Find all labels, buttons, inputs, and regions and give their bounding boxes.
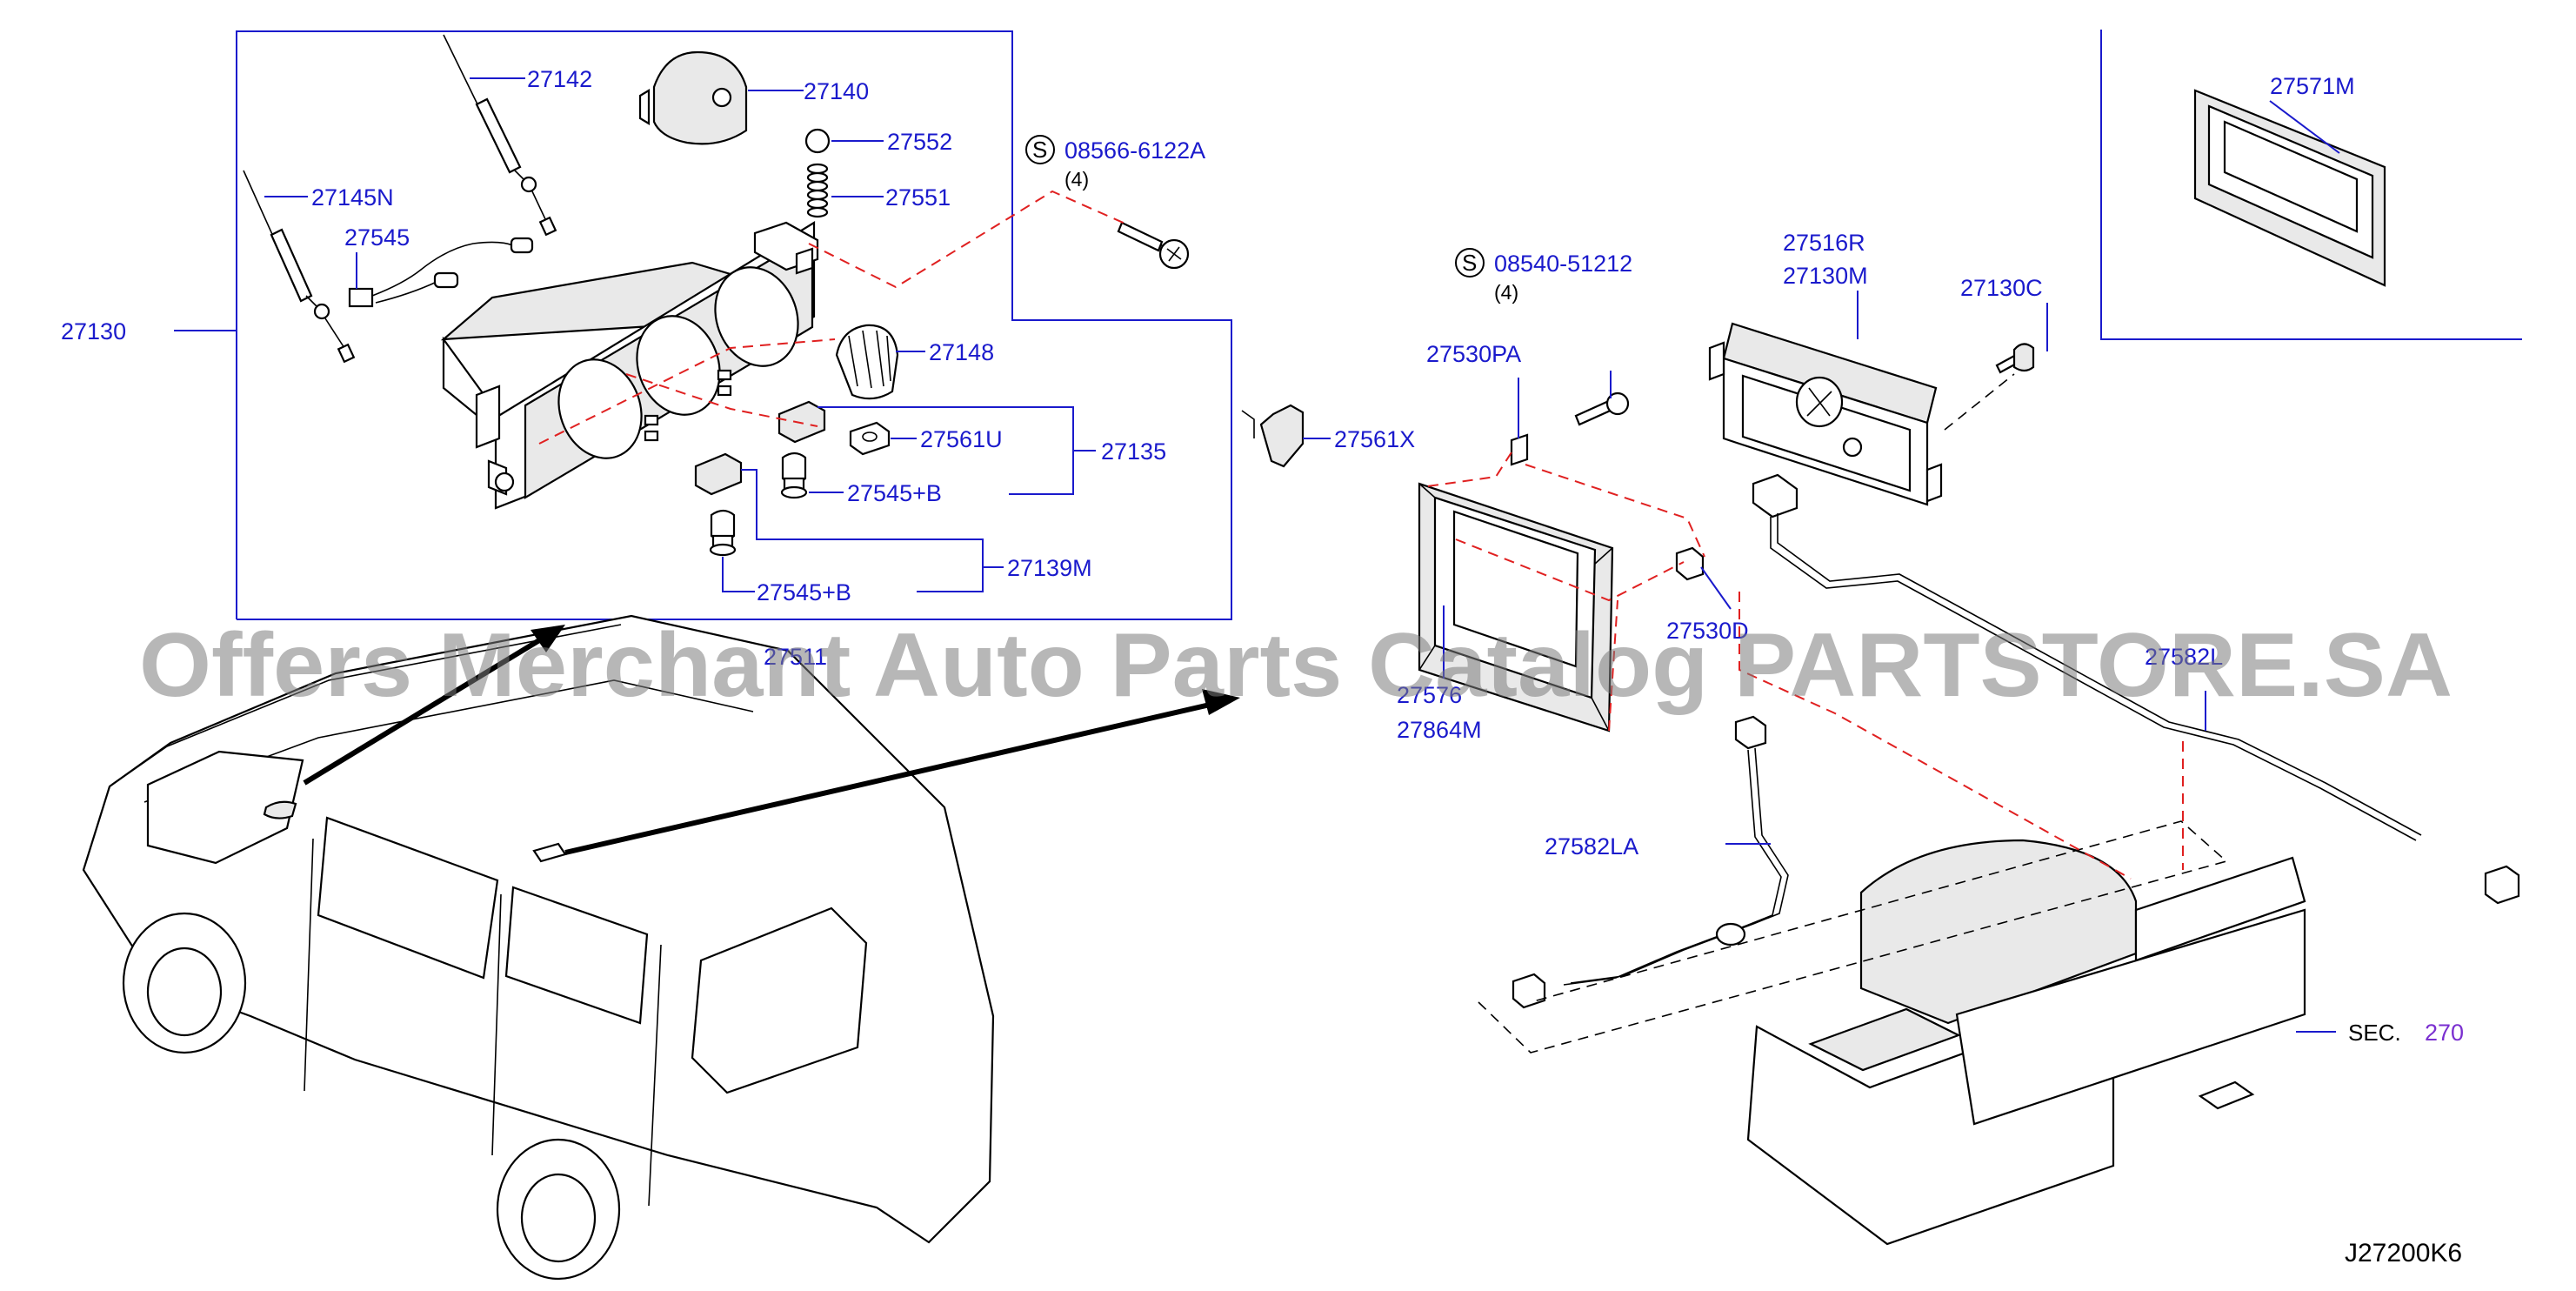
label-screw2-qty: (4) bbox=[1494, 281, 1518, 304]
dash-front-2 bbox=[538, 338, 836, 445]
rear-inset-frame bbox=[2100, 30, 2522, 340]
label-27145N: 27145N bbox=[311, 184, 394, 211]
harness-27545 bbox=[348, 237, 534, 308]
bulb-27545B-1 bbox=[780, 452, 808, 499]
leader-27545B-2 bbox=[722, 557, 755, 592]
label-27571M: 27571M bbox=[2270, 73, 2355, 99]
label-27545B-1: 27545+B bbox=[847, 480, 942, 506]
cable-27145N bbox=[243, 170, 356, 364]
label-27864M: 27864M bbox=[1397, 717, 1482, 743]
label-27511: 27511 bbox=[764, 644, 827, 670]
bezel-27576 bbox=[1418, 482, 1614, 732]
arrow-to-front-unit bbox=[303, 632, 550, 786]
screw-symbol-2-letter: S bbox=[1462, 250, 1477, 276]
screw-08540-51212 bbox=[1574, 391, 1630, 426]
clip-27561X bbox=[1241, 404, 1305, 468]
dash-rear-5 bbox=[1738, 592, 2132, 880]
label-sec-number: 270 bbox=[2425, 1020, 2464, 1046]
label-27516R: 27516R bbox=[1783, 230, 1865, 256]
label-27545B-2: 27545+B bbox=[757, 579, 851, 605]
screw-symbol-1-letter: S bbox=[1032, 137, 1047, 163]
button-27561U bbox=[849, 421, 891, 456]
label-27142: 27142 bbox=[527, 66, 592, 92]
screw-symbol-2 bbox=[1455, 248, 1485, 278]
leader-27530D bbox=[1700, 566, 1732, 610]
label-27552: 27552 bbox=[887, 129, 952, 155]
diagram-code: J27200K6 bbox=[2345, 1239, 2462, 1268]
label-27130M: 27130M bbox=[1783, 263, 1868, 289]
bulb-27545B-2 bbox=[709, 509, 737, 557]
label-27130C: 27130C bbox=[1960, 275, 2043, 301]
harness-27582LA bbox=[1512, 715, 1789, 1009]
label-27576: 27576 bbox=[1397, 682, 1462, 708]
clip-27530D bbox=[1675, 546, 1705, 581]
rear-control-27130M bbox=[1708, 322, 1943, 506]
dash-front-1 bbox=[808, 190, 1128, 289]
label-27530D: 27530D bbox=[1666, 618, 1749, 644]
label-screw-08540-51212: 08540-51212 bbox=[1494, 251, 1632, 277]
label-27139M: 27139M bbox=[1007, 555, 1092, 581]
label-27582L: 27582L bbox=[2145, 644, 2223, 670]
dash-rear-outline bbox=[1478, 820, 2228, 1054]
label-27130: 27130 bbox=[61, 318, 126, 344]
heater-control-27130 bbox=[440, 221, 819, 510]
dash-rear-3 bbox=[1455, 538, 1685, 602]
heater-unit-sec-270 bbox=[1746, 839, 2306, 1246]
ball-27552 bbox=[804, 128, 831, 154]
label-27140: 27140 bbox=[804, 78, 869, 104]
spring-27551 bbox=[806, 163, 829, 218]
dash-rear-2 bbox=[1525, 464, 1705, 558]
label-27561X: 27561X bbox=[1334, 426, 1415, 452]
screw-08566-6122A bbox=[1117, 221, 1190, 270]
label-27545: 27545 bbox=[344, 224, 410, 251]
label-screw-08566-6122A: 08566-6122A bbox=[1064, 137, 1205, 164]
dash-rear-1 bbox=[1420, 452, 1512, 488]
knob-27140 bbox=[638, 50, 748, 145]
cable-27142 bbox=[443, 34, 557, 237]
label-screw1-qty: (4) bbox=[1064, 168, 1089, 191]
screw-27130C bbox=[1995, 343, 2035, 374]
dash-rear-7 bbox=[1944, 373, 2015, 431]
arrow-head-rear bbox=[1202, 689, 1240, 715]
label-27551: 27551 bbox=[885, 184, 951, 211]
van-illustration bbox=[82, 614, 995, 1281]
bezel-27571M bbox=[2193, 89, 2386, 287]
bracket-27530PA bbox=[1510, 433, 1529, 466]
button-27135-cap bbox=[777, 400, 826, 444]
front-control-frame bbox=[236, 30, 1232, 620]
screw-symbol-1 bbox=[1025, 135, 1055, 164]
label-27561U: 27561U bbox=[920, 426, 1003, 452]
dash-rear-4 bbox=[1608, 599, 1618, 732]
dash-front-3 bbox=[625, 373, 818, 427]
label-sec-prefix: SEC. bbox=[2348, 1020, 2401, 1046]
arrow-to-rear-unit bbox=[564, 700, 1218, 855]
watermark-text: Offers Merchant Auto Parts Catalog PARTS… bbox=[139, 615, 2453, 716]
leader-27571M bbox=[2269, 100, 2340, 154]
harness-27582L bbox=[1752, 473, 2520, 905]
label-27135: 27135 bbox=[1101, 438, 1166, 465]
leader-27139M bbox=[741, 469, 984, 592]
label-27148: 27148 bbox=[929, 339, 994, 365]
knob-27148 bbox=[835, 324, 899, 400]
label-27582LA: 27582LA bbox=[1545, 833, 1638, 860]
arrow-head-front bbox=[531, 625, 565, 652]
button-27139M bbox=[694, 452, 743, 496]
label-27530PA: 27530PA bbox=[1426, 341, 1521, 367]
